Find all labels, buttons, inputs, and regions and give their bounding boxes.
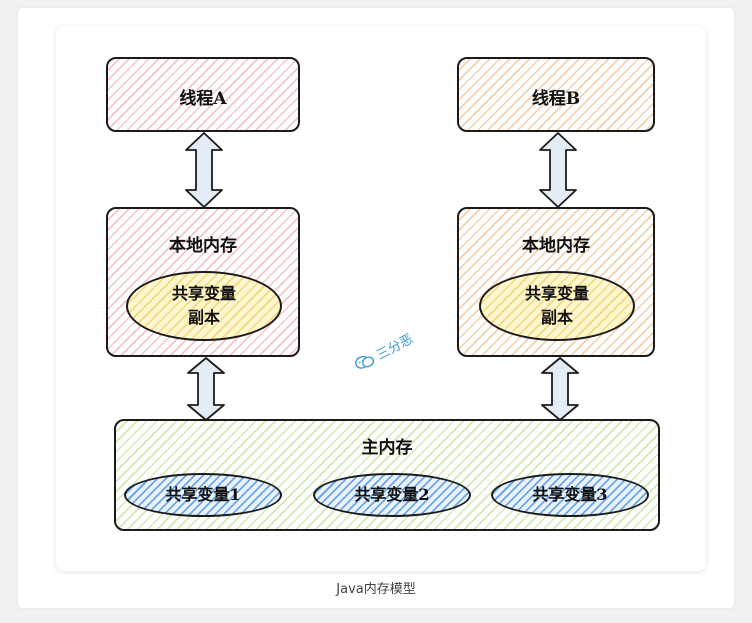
shared-copy-b-line2: 副本	[540, 308, 573, 327]
shared-copy-a-line2: 副本	[187, 308, 220, 327]
shared-copy-a-line1: 共享变量	[171, 284, 236, 303]
main-memory-box: 主内存 共享变量1 共享变量2 共享变量3	[114, 419, 660, 531]
double-arrow-local-a-main	[187, 357, 225, 421]
thread-a-box: 线程A	[106, 57, 300, 132]
double-arrow-thread-a-local	[185, 132, 223, 208]
shared-copy-a: 共享变量 副本	[126, 271, 282, 341]
shared-var-2-label: 共享变量2	[354, 485, 430, 504]
thread-a-label: 线程A	[179, 89, 227, 109]
watermark-text: 三分恶	[374, 331, 416, 364]
shared-var-1-label: 共享变量1	[165, 485, 241, 504]
local-memory-a-box: 本地内存 共享变量 副本	[106, 207, 300, 357]
watermark: 三分恶	[351, 328, 416, 374]
double-arrow-thread-b-local	[539, 132, 577, 208]
shared-var-2: 共享变量2	[313, 473, 471, 517]
figure-caption: Java内存模型	[336, 582, 416, 597]
local-memory-b-label: 本地内存	[522, 236, 590, 256]
shared-var-1: 共享变量1	[124, 473, 282, 517]
main-memory-label: 主内存	[361, 438, 413, 458]
shared-var-3-label: 共享变量3	[532, 485, 608, 504]
local-memory-a-label: 本地内存	[169, 236, 237, 256]
shared-copy-b: 共享变量 副本	[479, 271, 635, 341]
local-memory-b-box: 本地内存 共享变量 副本	[457, 207, 655, 357]
thread-b-label: 线程B	[531, 89, 581, 109]
shared-var-3: 共享变量3	[491, 473, 649, 517]
shared-copy-b-line1: 共享变量	[524, 284, 589, 303]
thread-b-box: 线程B	[457, 57, 655, 132]
wechat-icon	[354, 355, 374, 369]
diagram-card: 线程A 线程B 本地内存 共享变量 副本 本地内存 共享变量 副本 主内存 共享…	[56, 26, 706, 571]
double-arrow-local-b-main	[541, 357, 579, 421]
